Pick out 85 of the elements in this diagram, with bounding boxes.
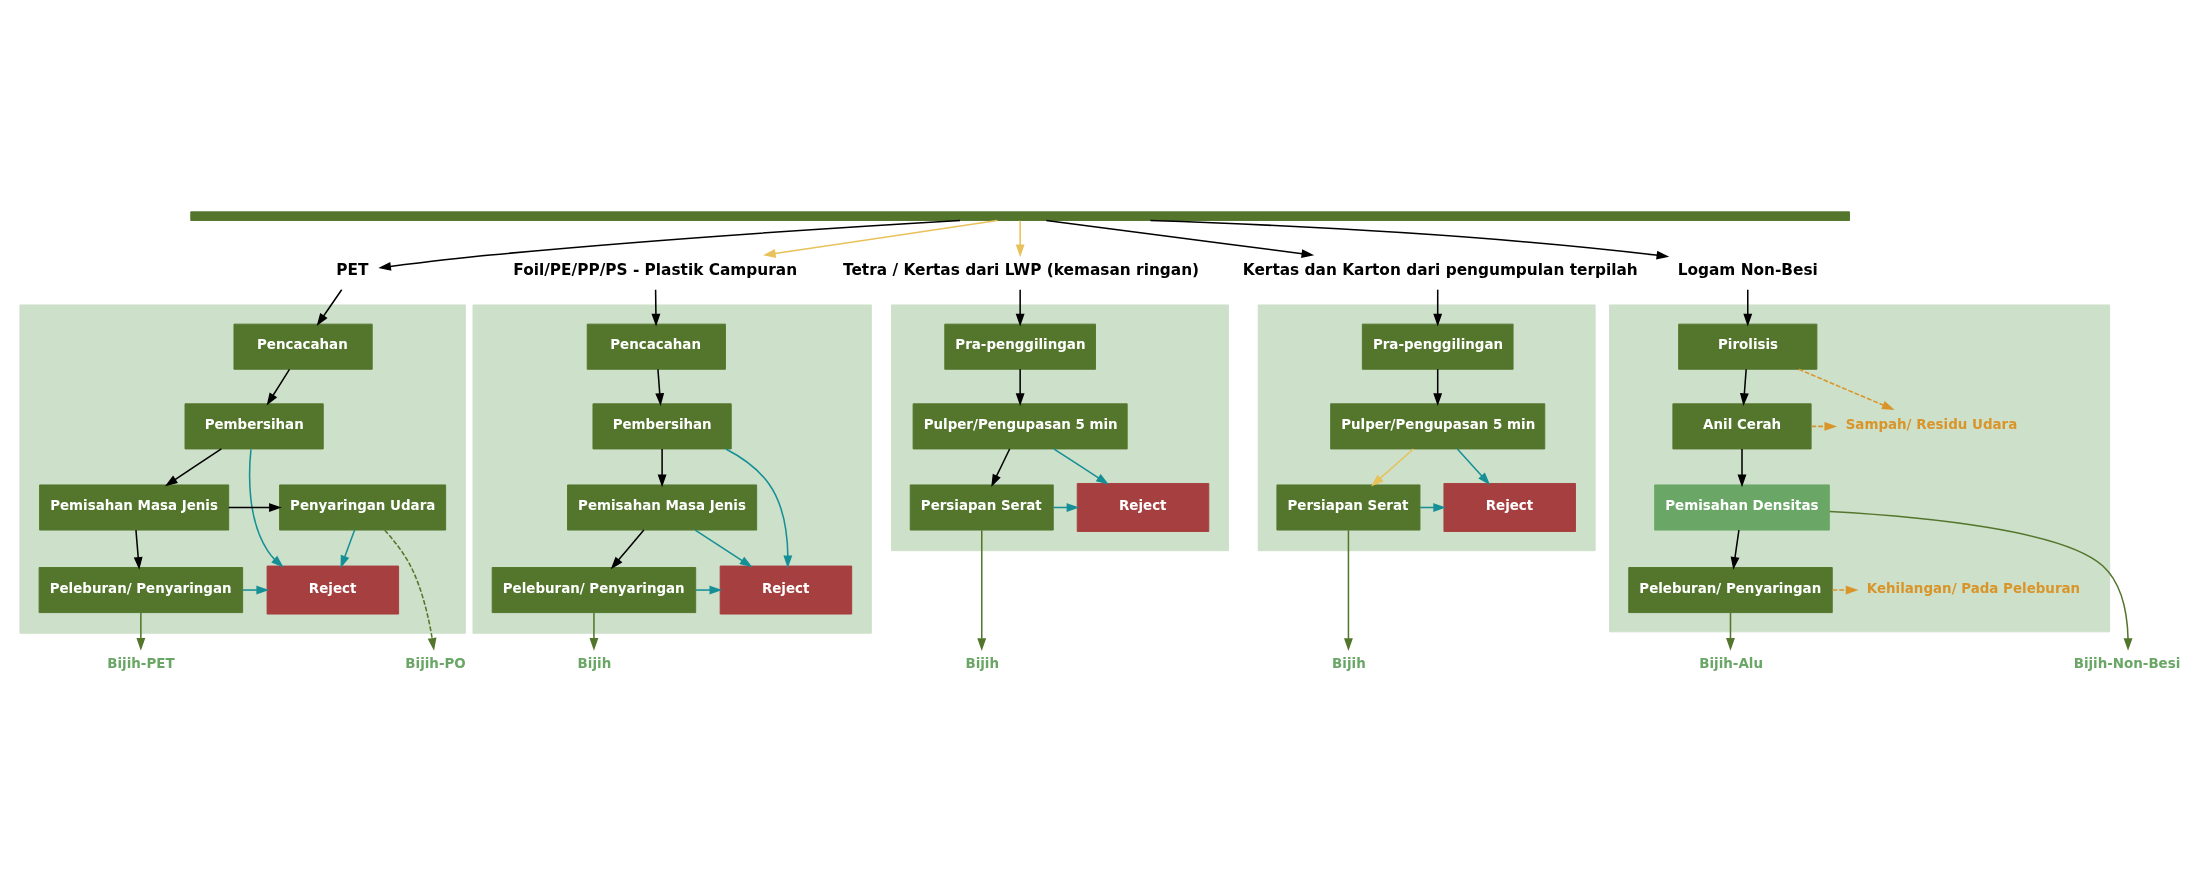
node-box: Penyaringan Udara [279,484,447,531]
node-text: Bijih-PET [107,656,175,672]
arrow [694,529,753,568]
node-text: Bijih [965,656,1000,672]
arrow [1828,510,2133,651]
node-box: Reject [266,565,400,615]
arrow [227,503,282,512]
arrow [133,529,143,570]
node-text: Sampah/ Residu Udara [1845,416,2018,432]
node-box: Peleburan/ Penyaringan [1628,567,1833,614]
arrow [651,288,661,327]
node-text: Kertas dan Karton dari pengumpulan terpilah [1242,261,1638,279]
node-box: Pulper/Pengupasan 5 min [1330,403,1546,450]
node-box: Pemisahan Masa Jenis [567,484,758,531]
cluster [1609,304,2111,633]
arrow [1149,219,1670,260]
arrow [1045,219,1315,259]
arrow [725,448,793,569]
arrow [977,529,987,651]
node-text: Logam Non-Besi [1677,261,1818,279]
arrow [136,612,146,651]
node-box: Pulper/Pengupasan 5 min [912,403,1128,450]
arrow [316,288,343,327]
node-box: Pemisahan Masa Jenis [39,484,230,531]
arrow [1015,368,1025,406]
arrow [589,612,599,651]
node-text: PET [336,261,369,279]
node-box: Reject [1443,483,1576,532]
arrow [384,529,437,651]
node-box: Reject [719,565,853,615]
arrow [763,219,999,258]
node-text: Bijih-PO [405,656,466,672]
arrow [1810,421,1838,431]
node-box: Pra-penggilingan [944,323,1096,370]
arrow [340,529,356,569]
node-box: Pembersihan [184,403,324,450]
node-text: Bijih-Alu [1699,656,1763,672]
node-box: Pemisahan Densitas [1654,484,1830,531]
node-bar [190,211,1850,221]
arrow [1456,448,1491,485]
node-box: Pencacahan [586,323,726,370]
arrow [1433,288,1443,327]
arrow [1015,288,1025,327]
node-text: Kehilangan/ Pada Peleburan [1866,580,2081,596]
arrow [655,368,665,406]
arrow [1730,529,1740,570]
arrow [242,585,270,595]
arrow [266,368,291,406]
node-box: Peleburan/ Penyaringan [491,567,697,614]
arrow [991,448,1011,487]
arrow [1015,219,1025,258]
arrow [657,448,667,488]
arrow [1433,368,1443,406]
node-box: Pencacahan [233,323,373,370]
cluster [472,304,872,634]
node-text: Foil/PE/PP/PS - Plastik Campuran [513,261,798,279]
arrow [378,219,961,271]
arrow [695,585,723,595]
arrow [610,529,645,570]
node-text: Bijih [577,656,612,672]
arrow [1371,448,1415,487]
node-text: Tetra / Kertas dari LWP (kemasan ringan) [843,261,1200,279]
arrow [1743,288,1753,327]
node-box: Pra-penggilingan [1361,323,1514,370]
arrow [248,448,284,568]
arrow [1737,448,1747,488]
node-box: Pirolisis [1678,323,1818,370]
node-box: Pembersihan [592,403,732,450]
arrow [1739,368,1749,406]
node-box: Reject [1076,483,1210,532]
arrow [1726,612,1735,651]
cluster [19,304,466,634]
node-box: Persiapan Serat [909,484,1054,531]
node-box: Peleburan/ Penyaringan [38,567,244,614]
cluster [1257,304,1596,552]
arrow [1344,529,1353,651]
arrow [1831,585,1859,595]
arrow [164,448,223,487]
node-text: Bijih [1332,656,1366,672]
cluster [891,304,1229,552]
arrow [1052,448,1109,485]
node-box: Anil Cerah [1672,403,1812,450]
node-box: Persiapan Serat [1276,484,1421,531]
arrow [1798,368,1895,410]
node-text: Bijih-Non-Besi [2073,656,2181,672]
